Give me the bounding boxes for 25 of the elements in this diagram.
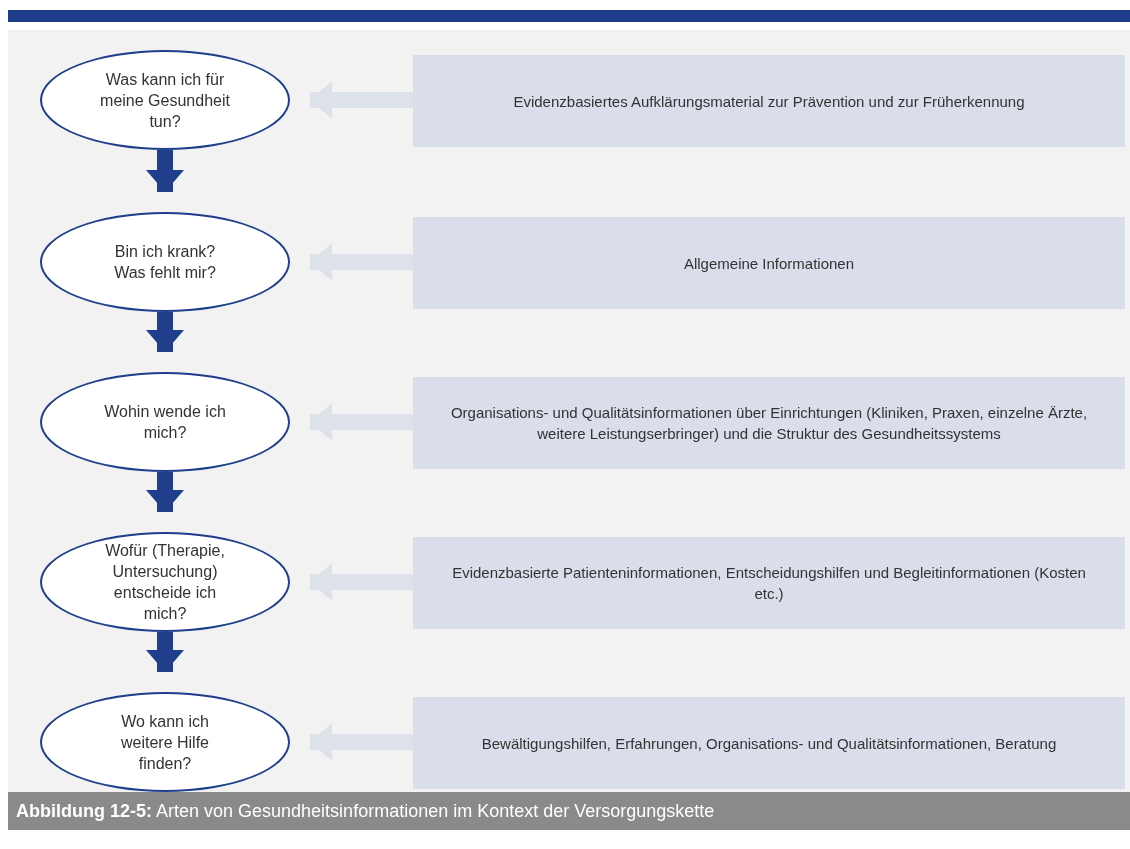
question-text: Was kann ich für meine Gesundheit tun? <box>100 69 230 132</box>
block-arrow <box>310 81 413 119</box>
question-text: Wohin wende ich mich? <box>103 402 227 443</box>
info-box <box>413 697 1125 789</box>
info-box <box>413 537 1125 629</box>
block-arrow <box>146 472 184 512</box>
block-arrow <box>310 563 413 601</box>
info-box <box>413 55 1125 147</box>
info-box <box>413 377 1125 469</box>
block-arrow <box>310 243 413 281</box>
info-text: Bewältigungshilfen, Erfahrungen, Organisations- und Qualitätsinformationen, Beratung <box>481 733 1057 754</box>
info-text: Evidenzbasiertes Aufklärungsmaterial zur Prävention und zur Früherkennung <box>513 91 1025 112</box>
block-arrow <box>310 723 413 761</box>
block-arrow <box>146 632 184 672</box>
figure-caption: Abbildung 12-5: Arten von Gesundheitsinformationen im Kontext der Versorgungskette <box>8 792 1130 830</box>
info-text: Allgemeine Informationen <box>683 253 855 274</box>
block-arrow <box>146 150 184 192</box>
info-text: Organisations- und Qualitätsinformationen über Einrichtungen (Kliniken, Praxen, einzelne Ärzte, weitere Leistungserbringer) und die Struktur des Gesundheitssystems <box>449 403 1089 444</box>
question-text: Wofür (Therapie, Untersuchung) entscheide ich mich? <box>104 541 226 624</box>
block-arrow <box>310 403 413 441</box>
question-text: Wo kann ich weitere Hilfe finden? <box>120 711 210 774</box>
question-text: Bin ich krank? Was fehlt mir? <box>113 242 217 283</box>
info-box <box>413 217 1125 309</box>
block-arrow <box>146 312 184 352</box>
info-text: Evidenzbasierte Patienteninformationen, Entscheidungshilfen und Begleitinformationen (Kosten etc.) <box>451 563 1087 604</box>
